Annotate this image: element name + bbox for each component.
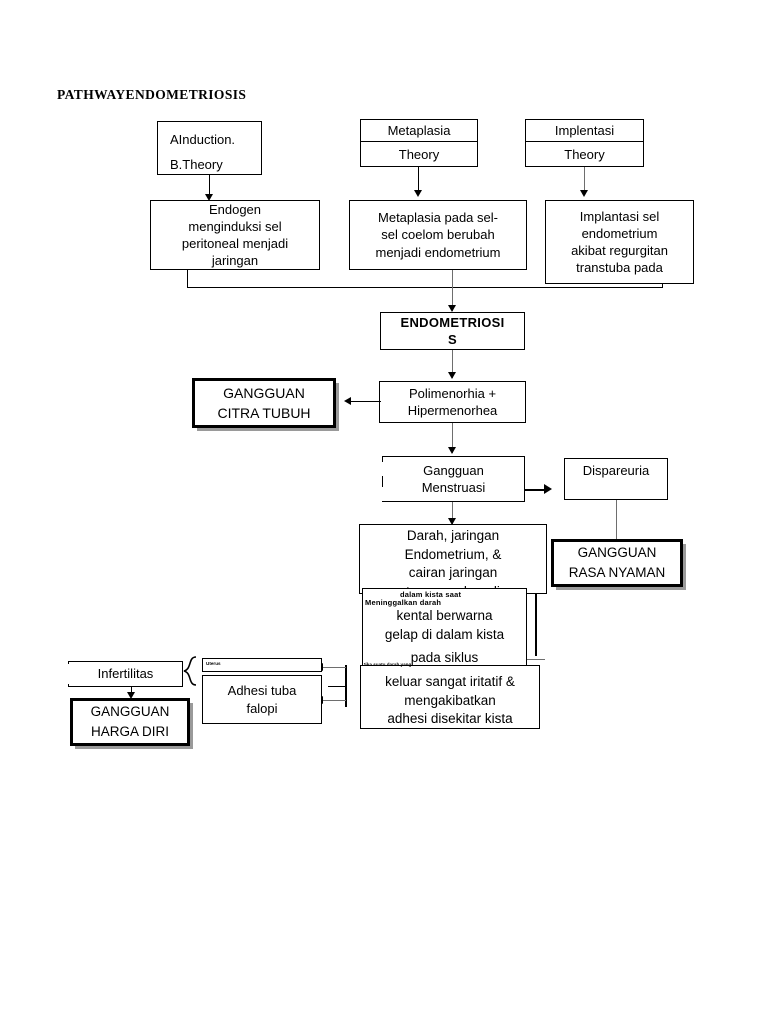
mechanism-endogen-line2: menginduksi sel (188, 218, 282, 234)
citra-tubuh-line1: GANGGUAN (223, 384, 305, 401)
mechanism-metaplasia-line1: Metaplasia pada sel- (378, 210, 498, 226)
connector-metaplasia-vertical (418, 167, 419, 191)
arrowhead-citra-tubuh (344, 397, 351, 405)
cluster-iritatif-line1: keluar sangat iritatif & (385, 674, 515, 689)
theory-box-induction-head: AInduction. (170, 132, 236, 147)
mechanism-endogen-line4: jaringan (211, 253, 259, 269)
arrowhead-metaplasia (414, 190, 422, 197)
bus-horizontal (187, 287, 663, 288)
cluster-darah-line3: cairan jaringan (408, 565, 498, 581)
cluster-tiny-dalam-kista: dalam kista saat (400, 590, 462, 599)
cluster-micro-jika-darah: Jika suatu darah yang (363, 662, 412, 667)
bus-left-drop (187, 270, 188, 287)
mechanism-box-implantasi: Implantasi sel endometrium akibat regurg… (545, 200, 694, 284)
dispareuria-box: Dispareuria (564, 458, 668, 500)
connector-dispareuria (525, 489, 545, 491)
arrowhead-menstruasi (448, 447, 456, 454)
theory-box-implentasi-head: Implentasi (526, 120, 643, 142)
arrowhead-harga-diri (127, 692, 135, 699)
infertilitas-box: Infertilitas (68, 661, 183, 687)
theory-box-implentasi-body: Theory (564, 146, 605, 162)
harga-diri-line1: GANGGUAN (90, 704, 170, 720)
infertilitas-label: Infertilitas (97, 666, 154, 682)
mechanism-metaplasia-line3: menjadi endometrium (375, 244, 501, 260)
adhesi-header-strip (202, 658, 322, 672)
diagnosis-rasa-nyaman: GANGGUAN RASA NYAMAN (551, 539, 683, 587)
mechanism-endogen-line3: peritoneal menjadi (181, 236, 289, 251)
menstruasi-line2: Menstruasi (421, 480, 486, 495)
cluster-right-edge (535, 594, 537, 656)
rasa-nyaman-line2: RASA NYAMAN (568, 565, 666, 580)
theory-box-metaplasia-body: Theory (398, 146, 440, 162)
arrowhead-implentasi (580, 190, 588, 197)
adhesi-micro-label: Uterus (206, 661, 221, 666)
cluster-darah-line1: Darah, jaringan (406, 528, 500, 543)
border-gap-left-bottom (381, 487, 385, 501)
arrowhead-induction (205, 194, 213, 201)
citra-tubuh-line2: CITRA TUBUH (217, 405, 311, 421)
connector-menstruasi-down (452, 423, 453, 453)
connector-induction-vertical (209, 175, 210, 195)
connector-rasa-nyaman (616, 500, 617, 540)
mechanism-implantasi-line1: Implantasi sel (579, 208, 660, 224)
mechanism-implantasi-line3: akibat regurgitan (571, 243, 668, 258)
endometriosis-line2: S (448, 332, 457, 347)
mechanism-implantasi-line2: endometrium (581, 225, 658, 241)
bus-right-drop (662, 284, 663, 287)
dispareuria-label: Dispareuria (582, 463, 650, 478)
bracket-arm-bottom (322, 700, 346, 701)
connector-citra-tubuh (349, 401, 381, 402)
connector-harga-diri (131, 687, 132, 695)
mechanism-implantasi-line4: transtuba pada (576, 260, 663, 276)
cluster-iritatif-line3: adhesi disekitar kista (387, 711, 513, 727)
rasa-nyaman-line1: GANGGUAN (577, 545, 657, 561)
diagnosis-harga-diri: GANGGUAN HARGA DIRI (70, 698, 190, 746)
page-title: PATHWAYENDOMETRIOSIS (57, 87, 247, 102)
cluster-box-kental: kental berwarna gelap di dalam kista pad… (362, 588, 527, 668)
arrowhead-polimenorhia (448, 372, 456, 379)
bracket-arm-top (322, 667, 346, 668)
theory-box-metaplasia: Metaplasia Theory (360, 119, 478, 167)
adhesi-tuba-box: Adhesi tuba falopi (202, 675, 322, 724)
infertilitas-border-gap (67, 664, 71, 684)
arrowhead-endometriosis (448, 305, 456, 312)
cluster-box-iritatif: keluar sangat iritatif & mengakibatkan a… (360, 665, 540, 729)
menstruasi-line1: Gangguan (423, 462, 484, 478)
arrowhead-dispareuria (544, 484, 552, 494)
bracket-stem (328, 686, 346, 687)
mechanism-metaplasia-line2: sel coelom berubah (381, 227, 495, 243)
connector-cluster-down (452, 502, 453, 524)
polimenorhia-line2: Hipermenorhea (407, 403, 498, 418)
cluster-box-darah: Darah, jaringan Endometrium, & cairan ja… (359, 524, 547, 599)
cluster-kental-line3: pada siklus (410, 650, 479, 666)
mechanism-box-metaplasia: Metaplasia pada sel- sel coelom berubah … (349, 200, 527, 270)
arrowhead-cluster (448, 518, 456, 525)
border-gap-left-top (381, 462, 385, 476)
mechanism-box-endogen: Endogen menginduksi sel peritoneal menja… (150, 200, 320, 270)
adhesi-line1: Adhesi tuba (227, 683, 297, 699)
cluster-kental-line1: kental berwarna (396, 608, 493, 623)
theory-box-metaplasia-head: Metaplasia (361, 120, 477, 142)
cluster-tiny-meninggalkan: Meninggalkan darah (365, 598, 442, 607)
endometriosis-line1: ENDOMETRIOSI (400, 314, 505, 330)
cluster-kental-line2: gelap di dalam kista (384, 626, 505, 642)
endometriosis-box: ENDOMETRIOSI S (380, 312, 525, 350)
theory-box-implentasi: Implentasi Theory (525, 119, 644, 167)
curly-brace-icon (183, 656, 197, 686)
diagnosis-citra-tubuh: GANGGUAN CITRA TUBUH (192, 378, 336, 428)
cluster-iritatif-line2: mengakibatkan (404, 692, 496, 708)
connector-endometriosis-down (452, 350, 453, 378)
theory-box-induction: AInduction. B.Theory (157, 121, 262, 175)
theory-box-induction-body: B.Theory (170, 156, 223, 172)
harga-diri-line2: HARGA DIRI (90, 724, 169, 739)
adhesi-line2: falopi (246, 700, 278, 716)
mechanism-endogen-line1: Endogen (208, 201, 262, 217)
bracket-vertical (345, 665, 347, 707)
polimenorhia-line1: Polimenorhia + (408, 385, 497, 401)
polimenorhia-box: Polimenorhia + Hipermenorhea (379, 381, 526, 423)
connector-implentasi-vertical (584, 167, 585, 191)
cluster-darah-line2: Endometrium, & (404, 546, 502, 562)
gangguan-menstruasi-box: Gangguan Menstruasi (382, 456, 525, 502)
bus-center-stem (452, 270, 453, 311)
